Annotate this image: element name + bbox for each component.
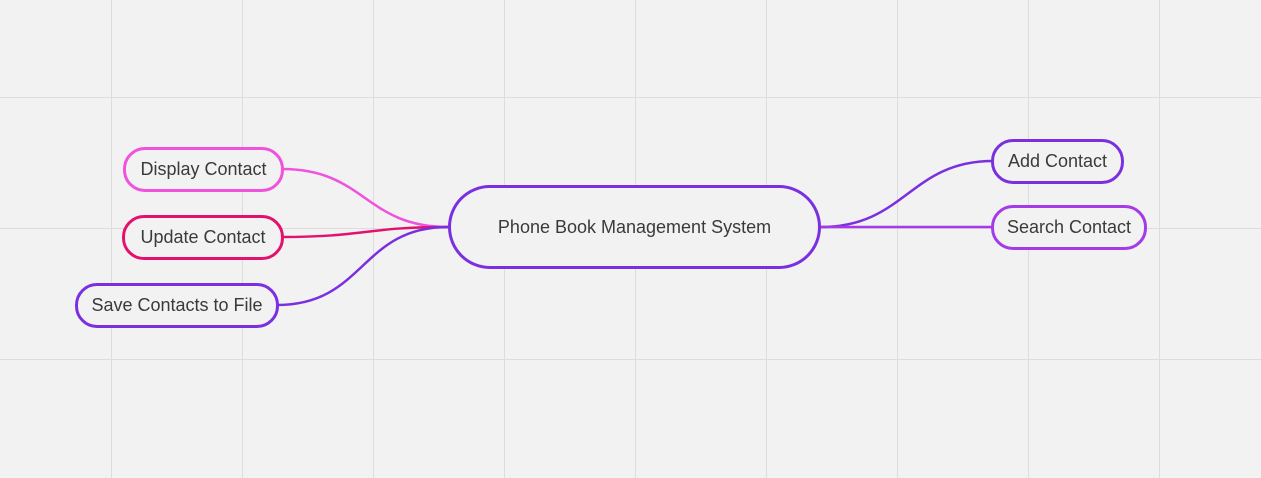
node-search-contact[interactable]: Search Contact xyxy=(991,205,1147,250)
node-search-contact-label: Search Contact xyxy=(1006,217,1132,237)
connector-add-contact xyxy=(820,159,994,229)
node-update-contact[interactable]: Update Contact xyxy=(122,215,284,260)
node-add-contact-label: Add Contact xyxy=(1007,151,1108,171)
connector-save-contacts xyxy=(276,225,449,307)
root-node-label: Phone Book Management System xyxy=(497,216,772,237)
node-display-contact[interactable]: Display Contact xyxy=(123,147,284,192)
node-add-contact[interactable]: Add Contact xyxy=(991,139,1124,184)
connector-update-contact xyxy=(281,225,449,239)
node-update-contact-label: Update Contact xyxy=(140,227,266,247)
connector-display-contact xyxy=(281,167,449,229)
node-save-contacts-to-file[interactable]: Save Contacts to File xyxy=(75,283,279,328)
root-node[interactable]: Phone Book Management System xyxy=(448,185,821,269)
node-save-contacts-label: Save Contacts to File xyxy=(91,295,263,315)
node-display-contact-label: Display Contact xyxy=(140,159,267,179)
